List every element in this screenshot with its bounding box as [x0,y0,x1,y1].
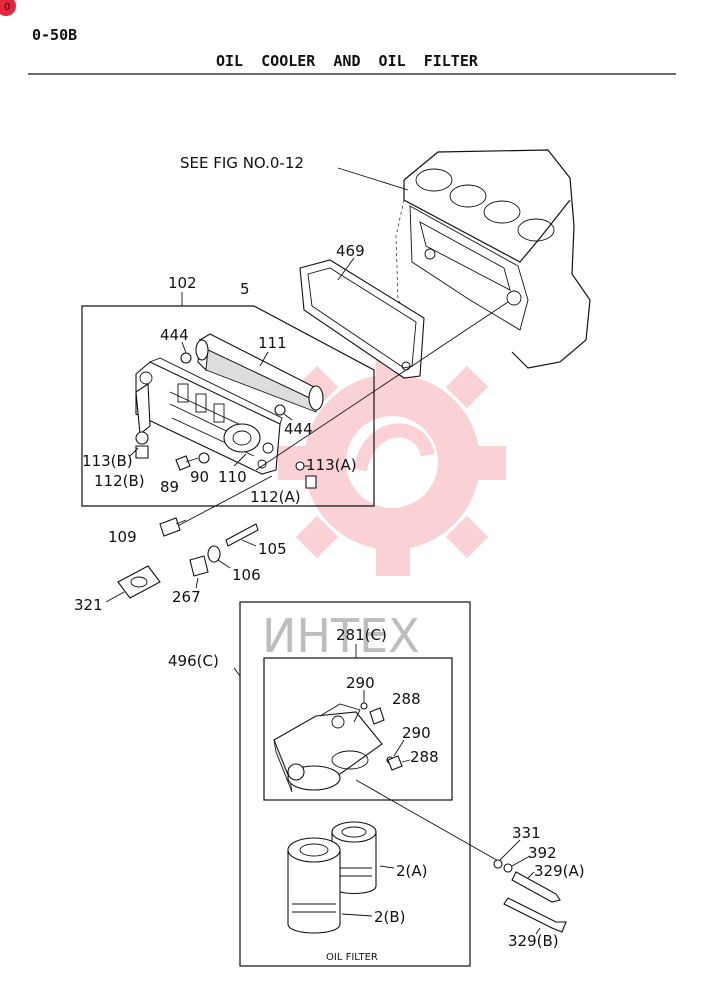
corner-badge-text: 0 [4,2,10,13]
callout-112b: 112(B) [94,472,145,490]
part-90-washer [198,452,210,464]
engine-block [395,149,591,369]
assembly-box-496c [239,601,471,967]
part-469-gasket [299,259,425,379]
part-109-bolt [159,517,181,537]
callout-109: 109 [108,528,137,546]
callout-281c: 281(C) [336,626,387,644]
callout-105: 105 [258,540,287,558]
callout-267: 267 [172,588,201,606]
part-444b-oring [274,404,286,416]
callout-392: 392 [528,844,557,862]
callout-444a: 444 [160,326,189,344]
callout-288b: 288 [410,748,439,766]
callout-89: 89 [160,478,179,496]
part-113b-washer [135,431,149,445]
see-fig-label: SEE FIG NO.0-12 [180,154,304,172]
oil-filter-caption: OIL FILTER [326,952,378,963]
filter-head [273,703,383,793]
filter-cartridge-2a [331,821,377,895]
page-code: 0-50B [32,26,77,44]
callout-288a: 288 [392,690,421,708]
part-329b-bolt [503,897,567,933]
callout-2a: 2(A) [396,862,428,880]
callout-496c: 496(C) [168,652,219,670]
part-106-washer [207,545,221,563]
assembly-box-102 [81,305,375,507]
callout-444b: 444 [284,420,313,438]
part-288a [369,707,385,725]
callout-469: 469 [336,242,365,260]
part-105-stud [225,523,259,547]
callout-111: 111 [258,334,287,352]
watermark-text: ИНТЕХ [262,609,420,663]
callout-290b: 290 [402,724,431,742]
filter-cartridge-2b [287,837,341,934]
callout-5: 5 [240,280,250,298]
part-392-washer [503,863,513,873]
assembly-box-281c [263,657,453,801]
callout-102: 102 [168,274,197,292]
callout-2b: 2(B) [374,908,406,926]
callout-290a: 290 [346,674,375,692]
callout-106: 106 [232,566,261,584]
part-290a [360,702,368,710]
part-112b-plug [135,445,149,459]
part-113a-washer [295,461,305,471]
callout-110: 110 [218,468,247,486]
part-331-washer [493,859,503,869]
part-112a-plug [305,475,317,489]
callout-321: 321 [74,596,103,614]
callout-90: 90 [190,468,209,486]
part-89-bolt [175,455,191,471]
callout-113a: 113(A) [306,456,357,474]
callout-112a: 112(A) [250,488,301,506]
page-title: OIL COOLER AND OIL FILTER [216,52,479,70]
part-444a-oring [180,352,192,364]
part-267-nut [189,555,209,577]
part-329a-bolt [511,871,561,903]
part-321-gasket [117,565,161,599]
callout-329a: 329(A) [534,862,585,880]
see-fig-leader [337,167,409,191]
callout-331: 331 [512,824,541,842]
callout-329b: 329(B) [508,932,559,950]
part-288b [387,755,403,771]
callout-113b: 113(B) [82,452,133,470]
corner-badge: 0 [0,0,16,16]
oil-cooler-assembly [135,333,324,475]
